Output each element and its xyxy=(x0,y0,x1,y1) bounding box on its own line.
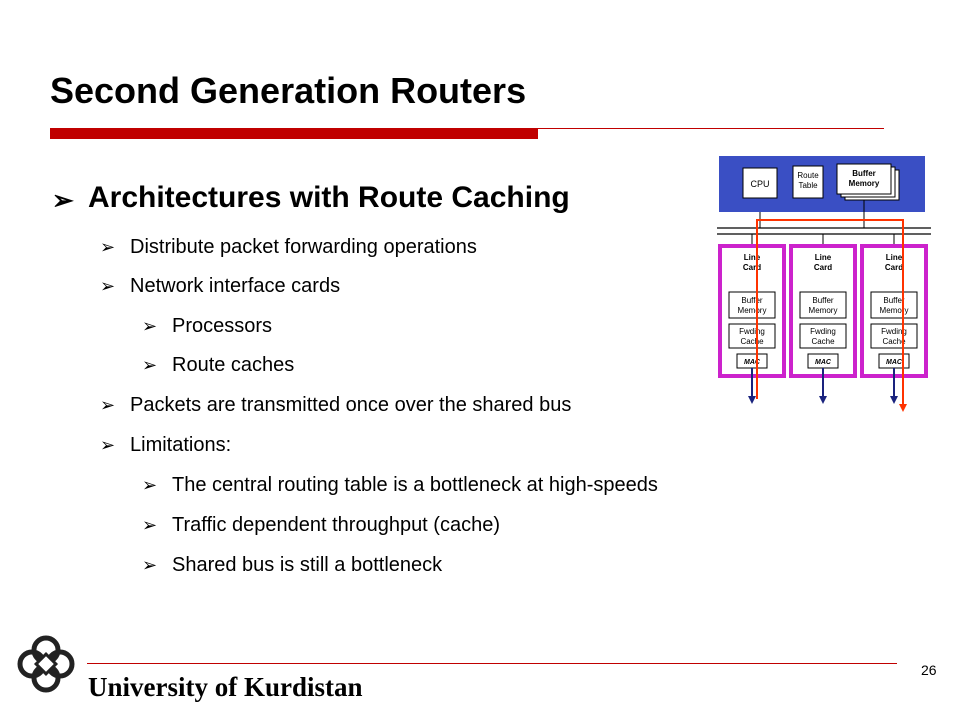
svg-text:Memory: Memory xyxy=(738,306,767,315)
svg-text:Line: Line xyxy=(815,253,832,262)
bullet-item: ➢ The central routing table is a bottlen… xyxy=(142,474,658,496)
mac1-arrowhead-icon xyxy=(748,396,756,404)
svg-text:Fwding: Fwding xyxy=(739,327,765,336)
svg-text:Memory: Memory xyxy=(880,306,909,315)
footer-divider xyxy=(87,663,897,664)
data-path-arrowhead-icon xyxy=(899,404,907,412)
arrow-bullet-icon: ➢ xyxy=(52,185,74,215)
bullet-item: ➢ Processors xyxy=(142,315,273,337)
svg-text:Fwding: Fwding xyxy=(881,327,907,336)
svg-text:Buffer: Buffer xyxy=(741,296,763,305)
arrow-bullet-icon: ➢ xyxy=(100,237,116,257)
cpu-label: CPU xyxy=(750,179,769,189)
route-table-box xyxy=(792,165,824,199)
svg-text:Card: Card xyxy=(743,263,761,272)
svg-text:Card: Card xyxy=(814,263,832,272)
svg-text:Fwding: Fwding xyxy=(810,327,836,336)
svg-text:Memory: Memory xyxy=(809,306,838,315)
page-number: 26 xyxy=(921,662,937,678)
route-table-label-1: Route xyxy=(797,171,819,180)
svg-text:Line: Line xyxy=(886,253,903,262)
svg-text:Line: Line xyxy=(744,253,761,262)
slide-title: Second Generation Routers xyxy=(50,70,527,111)
arrow-bullet-icon: ➢ xyxy=(142,475,158,495)
title-accent-bar xyxy=(50,128,538,139)
svg-text:MAC: MAC xyxy=(886,359,903,366)
bullet-item: ➢ Shared bus is still a bottleneck xyxy=(142,554,443,576)
svg-text:Cache: Cache xyxy=(811,337,835,346)
university-name: University of Kurdistan xyxy=(88,672,363,702)
bullet-item: ➢ Architectures with Route Caching xyxy=(52,181,570,215)
route-table-label-2: Table xyxy=(798,181,818,190)
arrow-bullet-icon: ➢ xyxy=(100,435,116,455)
arrow-bullet-icon: ➢ xyxy=(142,355,158,375)
svg-text:Cache: Cache xyxy=(740,337,764,346)
arrow-bullet-icon: ➢ xyxy=(142,316,158,336)
svg-text:Card: Card xyxy=(885,263,903,272)
bullet-item: ➢ Packets are transmitted once over the … xyxy=(100,394,572,416)
packet-data-path xyxy=(756,219,904,406)
cpu-box xyxy=(742,167,778,199)
mac3-arrowhead-icon xyxy=(890,396,898,404)
line-card-2: Line Card Buffer Memory Fwding Cache MAC xyxy=(789,244,857,378)
router-architecture-diagram: CPU Route Table Buffer Memory Line Card … xyxy=(717,156,931,412)
buffer-memory-label-2: Memory xyxy=(849,179,880,188)
line-card-1: Line Card Buffer Memory Fwding Cache MAC xyxy=(718,244,786,378)
line-card-3: Line Card Buffer Memory Fwding Cache MAC xyxy=(860,244,928,378)
svg-text:Buffer: Buffer xyxy=(883,296,905,305)
svg-text:MAC: MAC xyxy=(744,359,761,366)
buffer-memory-box xyxy=(836,163,892,195)
svg-text:Cache: Cache xyxy=(882,337,906,346)
title-accent-line xyxy=(538,128,884,129)
svg-text:Buffer: Buffer xyxy=(812,296,834,305)
arrow-bullet-icon: ➢ xyxy=(100,395,116,415)
mac2-arrowhead-icon xyxy=(819,396,827,404)
arrow-bullet-icon: ➢ xyxy=(142,515,158,535)
bullet-item: ➢ Route caches xyxy=(142,354,295,376)
svg-text:MAC: MAC xyxy=(815,359,832,366)
bullet-item: ➢ Traffic dependent throughput (cache) xyxy=(142,514,500,536)
bullet-item: ➢ Network interface cards xyxy=(100,275,341,297)
buffer-memory-label-1: Buffer xyxy=(852,169,876,178)
bullet-item: ➢ Distribute packet forwarding operation… xyxy=(100,236,477,258)
bullet-item: ➢ Limitations: xyxy=(100,434,232,456)
arrow-bullet-icon: ➢ xyxy=(100,276,116,296)
university-logo-icon xyxy=(17,635,75,693)
arrow-bullet-icon: ➢ xyxy=(142,555,158,575)
